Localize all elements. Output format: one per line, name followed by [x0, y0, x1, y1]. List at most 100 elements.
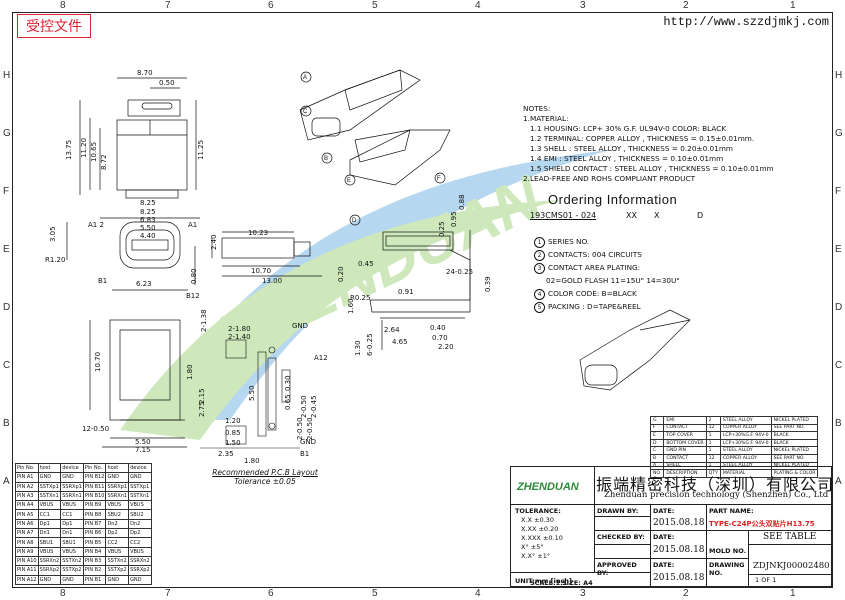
- pin-cell: SSRXp2: [128, 565, 152, 576]
- bom-cell: GND PIN: [663, 446, 707, 455]
- website-url[interactable]: http://www.szzdjmkj.com: [663, 15, 829, 29]
- pin-cell: Dp2: [105, 528, 130, 539]
- dim-1070-bottom: 10.70: [94, 352, 102, 372]
- pin-cell: PIN A11: [15, 565, 39, 576]
- pin-cell: Pin No.: [15, 462, 39, 474]
- pin-cell: GND: [60, 472, 84, 483]
- dim-550-layout: 5.50: [248, 385, 256, 401]
- bom-cell: 1: [705, 446, 721, 455]
- controlled-document-stamp: 受控文件: [17, 14, 91, 38]
- pin-cell: SSTXn1: [37, 490, 62, 502]
- pin-cell: PIN B7: [82, 518, 107, 530]
- tolerance-row: X.X° ±1°: [521, 552, 551, 560]
- ordering-code-main: 193CMS01 - 024: [530, 211, 597, 220]
- bom-cell: 2: [705, 416, 721, 425]
- ordering-item-number: 3: [534, 263, 545, 274]
- drawing-no-label-cell: DRAWING NO.: [707, 559, 749, 587]
- pin-cell: CC1: [60, 509, 84, 520]
- zone-marker-2-bottom: 2: [683, 588, 689, 599]
- dim-550-bottom: 5.50: [135, 438, 151, 446]
- dim-r025: R0.25: [350, 294, 370, 302]
- approved-by-sign: [595, 573, 651, 587]
- isometric-view-top: [299, 69, 421, 141]
- zone-marker-5-top: 5: [372, 0, 378, 11]
- pin-cell: PIN A5: [15, 509, 39, 520]
- drawn-by-label: DRAWN BY:: [597, 507, 639, 515]
- ordering-code-color: X: [654, 211, 660, 220]
- dim-2x050a: 2-0.50: [300, 395, 308, 418]
- dim-2x180: 2-1.80: [228, 325, 251, 333]
- ordering-item-text: SERIES NO.: [548, 237, 590, 246]
- bom-cell: G: [649, 416, 665, 425]
- dim-715: 7.15: [135, 446, 151, 454]
- layout-gnd-bottom: GND: [300, 438, 316, 446]
- dim-width-1: 8.25: [140, 199, 156, 207]
- pin-cell: device: [60, 462, 84, 474]
- pin-cell: PIN A7: [15, 528, 39, 539]
- bom-cell: NO.: [649, 469, 665, 478]
- tolerance-label: TOLERANCE:: [515, 507, 561, 515]
- dim-radius: R1.20: [45, 256, 65, 264]
- dim-height-total: 13.75: [65, 140, 73, 160]
- pin-cell: VBUS: [105, 500, 130, 511]
- zone-marker-8-top: 8: [60, 0, 66, 11]
- pin-cell: VBUS: [105, 546, 130, 557]
- ordering-item-text: CONTACTS: 004 CIRCUITS: [548, 250, 642, 259]
- layout-a12: A12: [314, 354, 328, 362]
- size-label: SIZE: A4: [562, 579, 593, 587]
- company-name-cn: 振端精密科技（深圳）有限公司: [596, 475, 835, 494]
- drawing-frame: [12, 12, 833, 588]
- mating-face-view: [66, 217, 200, 291]
- pin-cell: PIN B11: [82, 481, 107, 492]
- dim-face-depth: 0.80: [190, 268, 198, 284]
- tolerance-row: X.XX ±0.20: [521, 525, 559, 533]
- ordering-item-number: 2: [534, 250, 545, 261]
- zone-marker-D-left: D: [3, 302, 11, 313]
- pin-cell: GND: [37, 472, 62, 483]
- pin-cell: SSRXp1: [60, 481, 84, 492]
- dim-width-2: 8.25: [140, 208, 156, 216]
- bom-cell: LCP+30%G.F. 94V-0: [719, 438, 772, 448]
- pin-cell: Dn2: [128, 518, 152, 530]
- bom-cell: TOP COVER: [663, 431, 707, 440]
- dim-264: 2.64: [384, 326, 400, 334]
- dim-039: 0.39: [484, 276, 492, 292]
- bom-cell: SEE PART NO.: [770, 453, 819, 463]
- pin-cell: SSTXp2: [105, 565, 130, 576]
- dim-120: 1.20: [225, 417, 241, 425]
- balloon-B: B: [324, 156, 328, 162]
- pin-cell: PIN A4: [15, 500, 39, 511]
- bom-cell: D: [649, 438, 665, 448]
- approved-by-cell: APPROVED BY:: [595, 559, 651, 577]
- balloon-F: F: [437, 176, 441, 182]
- bom-cell: PLATING & COLOR: [770, 469, 819, 478]
- pin-a12: A1 2: [88, 221, 104, 229]
- zone-marker-7-bottom: 7: [165, 588, 171, 599]
- layout-gnd-top: GND: [292, 322, 308, 330]
- zone-marker-A-left: A: [3, 476, 10, 487]
- dim-095: 0.95: [450, 211, 458, 227]
- part-name-label: PART NAME:: [709, 507, 754, 515]
- dim-24x025: 24-0.25: [446, 268, 473, 276]
- checked-by-label: CHECKED BY:: [597, 533, 645, 541]
- pin-cell: PIN A12: [15, 574, 39, 585]
- side-view: [211, 231, 322, 277]
- ordering-title: Ordering Information: [548, 192, 678, 207]
- zone-marker-7-top: 7: [165, 0, 171, 11]
- pin-cell: SSTXn1: [128, 490, 152, 502]
- zone-marker-1-top: 1: [790, 0, 796, 11]
- zone-marker-H-right: H: [835, 70, 843, 81]
- pcb-layout-tolerance: Tolerance ±0.05: [234, 477, 296, 486]
- dim-height-1: 11.20: [80, 138, 88, 158]
- date2-label: DATE:: [653, 533, 675, 541]
